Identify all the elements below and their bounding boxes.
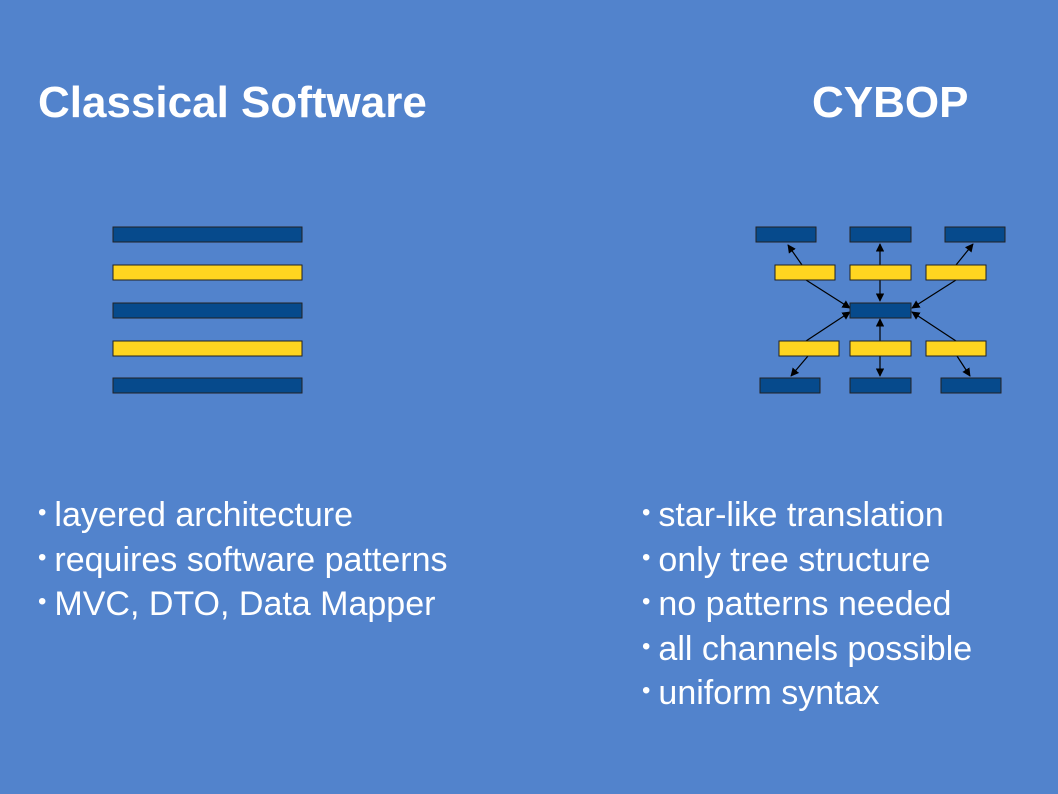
box-core: [849, 302, 912, 319]
bullet-text: star-like translation: [658, 496, 944, 534]
bullet-item: •requires software patterns: [38, 537, 447, 582]
layered-architecture-diagram: [112, 226, 303, 394]
bullet-dot: •: [642, 632, 651, 660]
box-lower-left: [778, 340, 840, 357]
layer-bar-1: [112, 226, 303, 243]
box-lower-center: [849, 340, 912, 357]
bullet-text: only tree structure: [658, 540, 931, 579]
box-bottom-right: [940, 377, 1002, 394]
star-translation-diagram: [755, 226, 1006, 394]
bullet-text: MVC, DTO, Data Mapper: [54, 585, 436, 623]
bullet-text: uniform syntax: [658, 674, 880, 712]
bullet-dot: •: [642, 543, 651, 571]
box-top-left: [755, 226, 817, 243]
layer-bar-3: [112, 302, 303, 319]
box-upper-center: [849, 264, 912, 281]
bullet-item: •only tree structure: [642, 537, 972, 582]
arrow-up-left: [787, 244, 803, 266]
bullet-item: • MVC, DTO, Data Mapper: [38, 581, 447, 626]
arrow-up-right: [955, 243, 974, 266]
bullet-dot: •: [642, 588, 651, 615]
box-lower-right: [925, 340, 987, 357]
box-upper-right: [925, 264, 987, 281]
bullet-dot: •: [38, 588, 47, 615]
cybop-bullet-list: •star-like translation •only tree struct…: [642, 492, 972, 715]
bullet-item: • layered architecture: [38, 492, 447, 537]
arrow-down-left: [790, 355, 809, 377]
bullet-text: all channels possible: [658, 629, 973, 668]
arrow-to-core-bottom-left: [805, 311, 851, 342]
arrow-to-core-top-left: [805, 279, 851, 309]
bullet-dot: •: [38, 499, 47, 526]
bullet-item: •all channels possible: [642, 626, 972, 671]
bullet-item: • no patterns needed: [642, 581, 972, 626]
bullet-dot: •: [38, 543, 47, 571]
translation-arrows: [787, 243, 974, 377]
classical-software-title: Classical Software: [38, 78, 427, 127]
arrow-to-core-top-right: [911, 279, 957, 309]
box-bottom-center: [849, 377, 912, 394]
bullet-text: layered architecture: [54, 496, 354, 534]
layer-bar-2: [112, 264, 303, 281]
bullet-item: • uniform syntax: [642, 670, 972, 715]
bullet-text: requires software patterns: [54, 540, 448, 579]
box-top-center: [849, 226, 912, 243]
bullet-dot: •: [642, 499, 651, 526]
arrow-to-core-bottom-right: [911, 311, 957, 342]
bullet-text: no patterns needed: [658, 585, 952, 623]
layer-bar-4: [112, 340, 303, 357]
bullet-dot: •: [642, 677, 651, 704]
layer-bar-5: [112, 377, 303, 394]
box-upper-left: [774, 264, 836, 281]
classical-software-bullet-list: •layered architecture •requires software…: [38, 492, 447, 626]
bullet-item: • star-like translation: [642, 492, 972, 537]
arrow-down-right: [956, 355, 971, 377]
box-bottom-left: [759, 377, 821, 394]
box-top-right: [944, 226, 1006, 243]
cybop-title: CYBOP: [812, 78, 969, 127]
